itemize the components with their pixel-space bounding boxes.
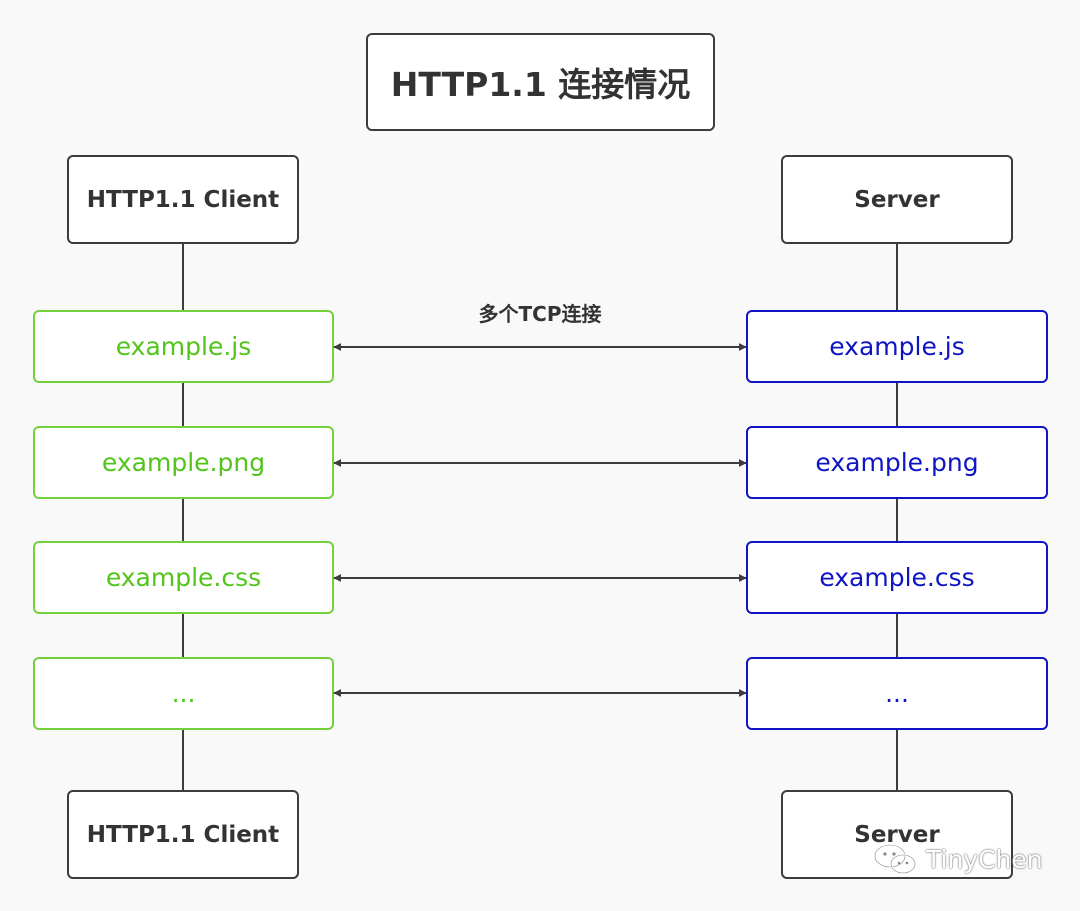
server-resource-box: example.png xyxy=(746,426,1048,499)
client-resource-label: example.png xyxy=(101,448,266,477)
client-bottom-label: HTTP1.1 Client xyxy=(86,821,280,848)
watermark-text: TinyChen xyxy=(926,844,1043,874)
diagram-title: HTTP1.1 连接情况 xyxy=(366,33,715,131)
server-resource-label: example.png xyxy=(815,448,979,477)
server-bottom-label: Server xyxy=(854,821,940,848)
client-resource-box: example.png xyxy=(33,426,334,499)
client-resource-box: example.css xyxy=(33,541,334,614)
watermark: TinyChen xyxy=(872,842,1043,876)
connection-label: 多个TCP连接 xyxy=(478,302,602,326)
server-resource-label: example.css xyxy=(819,563,975,592)
client-top-label: HTTP1.1 Client xyxy=(86,186,280,213)
server-bottom-box: Server xyxy=(781,790,1013,879)
client-bottom-box: HTTP1.1 Client xyxy=(67,790,299,879)
server-resource-box: ... xyxy=(746,657,1048,730)
server-resource-label: ... xyxy=(885,679,909,708)
client-resource-label: example.js xyxy=(115,332,252,361)
client-resource-label: ... xyxy=(171,679,196,708)
client-resource-box: example.js xyxy=(33,310,334,383)
wechat-icon xyxy=(873,843,917,875)
client-top-box: HTTP1.1 Client xyxy=(67,155,299,244)
server-resource-box: example.js xyxy=(746,310,1048,383)
client-lifeline xyxy=(182,243,184,791)
server-top-label: Server xyxy=(854,186,940,213)
server-top-box: Server xyxy=(781,155,1013,244)
server-resource-box: example.css xyxy=(746,541,1048,614)
client-resource-label: example.css xyxy=(105,563,262,592)
server-lifeline xyxy=(896,243,898,791)
client-resource-box: ... xyxy=(33,657,334,730)
server-resource-label: example.js xyxy=(829,332,965,361)
